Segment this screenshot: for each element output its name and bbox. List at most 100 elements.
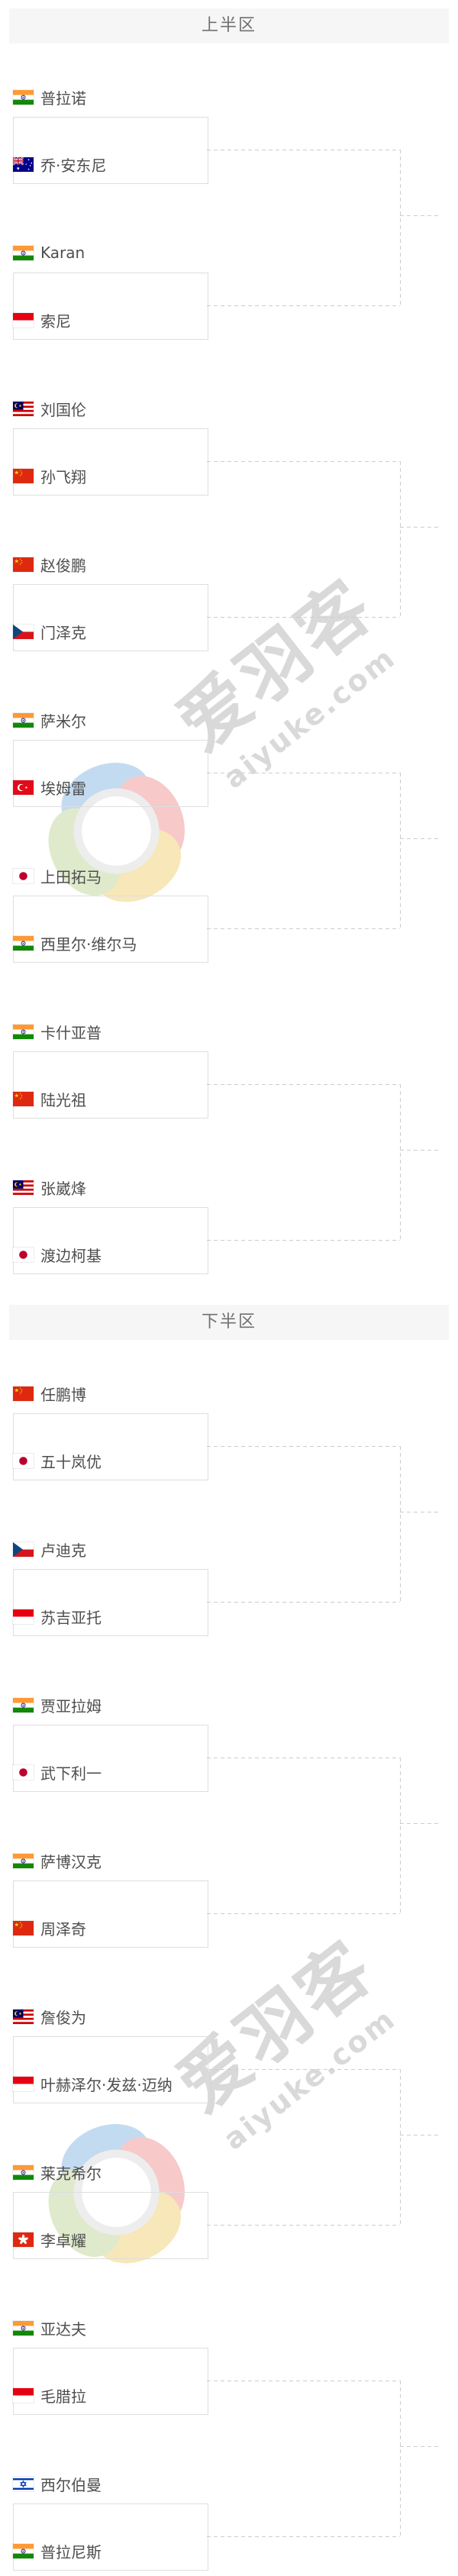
player-row[interactable]: 毛腊拉 (13, 2384, 86, 2406)
player-name: 武下利一 (40, 1764, 102, 1783)
player-row[interactable]: 普拉尼斯 (13, 2540, 102, 2561)
player-row[interactable]: 西尔伯曼 (13, 2473, 102, 2494)
player-row[interactable]: 埃姆雷 (13, 776, 86, 798)
player-row[interactable]: 乔·安东尼 (13, 153, 106, 175)
flag-india-icon (13, 1697, 34, 1712)
player-name: 卡什亚普 (40, 1023, 102, 1042)
bracket-connector-line (400, 1084, 401, 1240)
player-row[interactable]: 任鹏博 (13, 1383, 86, 1404)
match-box (13, 273, 208, 340)
player-row[interactable]: 叶赫泽尔·发兹·迈纳 (13, 2073, 173, 2094)
winner-stub-line (400, 2446, 440, 2447)
match-box (13, 1207, 208, 1274)
flag-india-icon (13, 2543, 34, 2558)
winner-stub-line (400, 838, 440, 839)
player-name: 五十岚优 (40, 1452, 102, 1471)
player-name: 乔·安东尼 (40, 156, 107, 175)
flag-turkey-icon (13, 780, 34, 795)
player-name: 苏吉亚托 (40, 1608, 102, 1627)
bracket-connector-line (207, 1240, 400, 1241)
player-row[interactable]: 卢迪克 (13, 1538, 86, 1560)
player-name: 西里尔·维尔马 (40, 935, 137, 954)
player-row[interactable]: 陆光祖 (13, 1088, 86, 1109)
player-name: 普拉诺 (40, 89, 86, 108)
player-name: 孙飞翔 (40, 467, 86, 486)
flag-japan-icon (13, 1453, 34, 1468)
match-box (13, 1051, 208, 1119)
flag-japan-icon (13, 1764, 34, 1780)
player-name: 普拉尼斯 (40, 2542, 102, 2561)
player-row[interactable]: 门泽克 (13, 621, 86, 642)
player-row[interactable]: 萨米尔 (13, 709, 86, 731)
player-row[interactable]: 詹俊为 (13, 2006, 86, 2027)
player-name: 萨博汉克 (40, 1852, 102, 1871)
player-row[interactable]: 上田拓马 (13, 865, 102, 886)
bracket-connector-line (207, 461, 400, 462)
player-row[interactable]: 李卓耀 (13, 2229, 86, 2250)
flag-india-icon (13, 89, 34, 105)
bracket-connector-line (207, 617, 400, 618)
bracket-connector-line (207, 2536, 400, 2537)
player-row[interactable]: 萨博汉克 (13, 1850, 102, 1871)
player-name: 任鹏博 (40, 1385, 86, 1404)
player-row[interactable]: 孙飞翔 (13, 465, 86, 486)
bracket-connector-line (207, 1446, 400, 1447)
winner-stub-line (400, 1823, 440, 1824)
flag-indonesia-icon (13, 2076, 34, 2091)
flag-china-icon (13, 1386, 34, 1401)
match-box (13, 1725, 208, 1792)
bracket-connector-line (400, 2069, 401, 2225)
flag-china-icon (13, 468, 34, 483)
winner-stub-line (400, 215, 440, 216)
match-box (13, 428, 208, 496)
player-row[interactable]: 赵俊鹏 (13, 554, 86, 575)
player-name: 索尼 (40, 312, 71, 331)
flag-india-icon (13, 1024, 34, 1039)
player-row[interactable]: 索尼 (13, 309, 71, 331)
bracket-connector-line (400, 1758, 401, 1913)
player-name: 埃姆雷 (40, 779, 86, 798)
bracket-connector-line (207, 2225, 400, 2226)
match-box (13, 1880, 208, 1948)
player-row[interactable]: Karan (13, 242, 85, 263)
player-row[interactable]: 张崴烽 (13, 1177, 86, 1198)
match-box (13, 584, 208, 651)
player-row[interactable]: 五十岚优 (13, 1450, 102, 1471)
player-name: 张崴烽 (40, 1179, 86, 1198)
match-box (13, 117, 208, 184)
player-row[interactable]: 西里尔·维尔马 (13, 932, 137, 954)
flag-china-icon (13, 1920, 34, 1935)
player-row[interactable]: 亚达夫 (13, 2317, 86, 2339)
player-row[interactable]: 武下利一 (13, 1761, 102, 1783)
player-row[interactable]: 苏吉亚托 (13, 1606, 102, 1627)
section-header-upper: 上半区 (9, 8, 449, 44)
flag-japan-icon (13, 868, 34, 883)
player-row[interactable]: 莱克希尔 (13, 2161, 102, 2183)
flag-malaysia-icon (13, 2009, 34, 2024)
player-name: 莱克希尔 (40, 2164, 102, 2183)
bracket-connector-line (207, 2069, 400, 2070)
player-row[interactable]: 卡什亚普 (13, 1021, 102, 1042)
player-row[interactable]: 贾亚拉姆 (13, 1694, 102, 1716)
player-name: 萨米尔 (40, 712, 86, 731)
player-row[interactable]: 刘国伦 (13, 398, 86, 419)
bracket-connector-line (207, 1602, 400, 1603)
flag-czech-icon (13, 1541, 34, 1557)
flag-israel-icon (13, 2476, 34, 2491)
player-name: 亚达夫 (40, 2319, 86, 2339)
flag-china-icon (13, 1091, 34, 1106)
match-box (13, 2348, 208, 2415)
player-name: 陆光祖 (40, 1090, 86, 1109)
bracket-connector-line (400, 1446, 401, 1602)
bracket-connector-line (207, 1913, 400, 1914)
bracket-connector-line (207, 928, 400, 929)
section-header-lower: 下半区 (9, 1305, 449, 1340)
flag-malaysia-icon (13, 401, 34, 416)
flag-india-icon (13, 245, 34, 260)
bracket-connector-line (207, 1084, 400, 1085)
player-row[interactable]: 渡边柯基 (13, 1244, 102, 1265)
player-row[interactable]: 普拉诺 (13, 86, 86, 108)
flag-japan-icon (13, 1247, 34, 1262)
player-row[interactable]: 周泽奇 (13, 1917, 86, 1938)
